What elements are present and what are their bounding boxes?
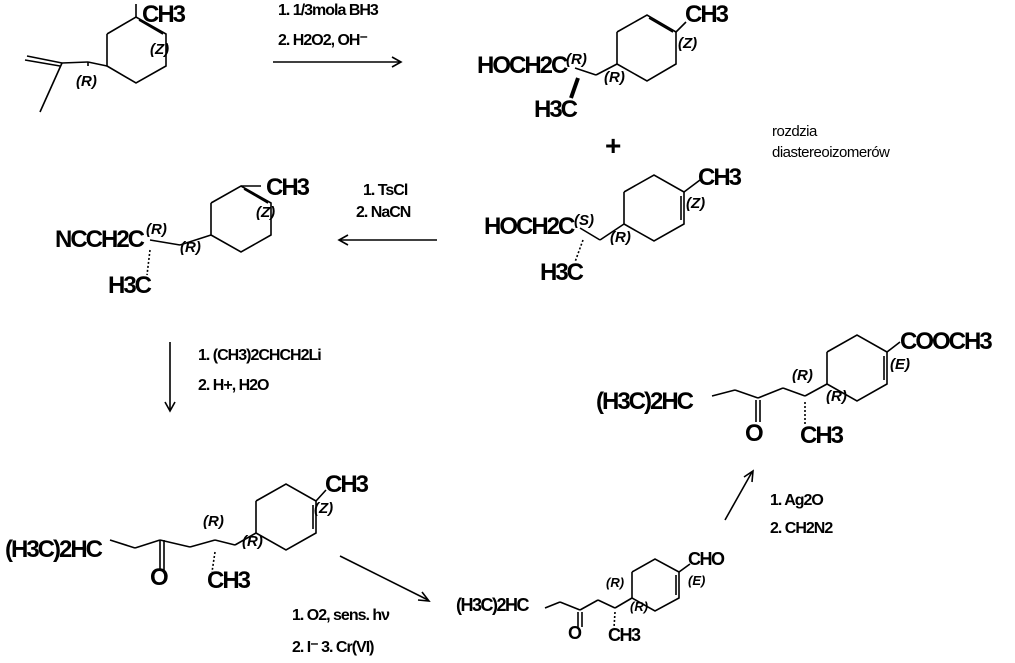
m7-h3c2hc-label: (H3C)2HC	[596, 388, 694, 415]
m4-ch3-label: CH3	[266, 174, 310, 201]
m4-r2-label: (R)	[180, 239, 201, 256]
m5-z-label: (Z)	[314, 500, 334, 517]
m2-ch3-label: CH3	[685, 1, 729, 28]
m5-h3c2hc-label: (H3C)2HC	[5, 536, 103, 563]
m1-ch3-label: CH3	[142, 1, 186, 28]
arrow-1	[273, 56, 403, 68]
m5-ch3b-label: CH3	[207, 567, 251, 594]
m2-h3c-label: H3C	[534, 96, 578, 123]
m3-ch3-label: CH3	[698, 164, 742, 191]
m6-r2-label: (R)	[630, 599, 649, 614]
m2-hoch2c-label: HOCH2C	[477, 52, 568, 79]
m3-z-label: (Z)	[686, 195, 706, 212]
arrow-3	[164, 342, 176, 413]
m7-e-label: (E)	[890, 356, 910, 373]
note-line2: diastereoizomerów	[772, 144, 890, 161]
step1-line1: 1. 1/3mola BH3	[278, 2, 379, 19]
m3-s-label: (S)	[574, 212, 594, 229]
arrow-2	[337, 234, 437, 246]
m3-hoch2c-label: HOCH2C	[484, 213, 575, 240]
m7-ch3-label: CH3	[800, 422, 844, 449]
step4-line2: 2. I⁻ 3. Cr(VI)	[292, 639, 374, 656]
m6-ch3-label: CH3	[608, 625, 641, 645]
m4-r1-label: (R)	[146, 221, 167, 238]
m5-o-label: O	[150, 564, 169, 591]
m4-h3c-label: H3C	[108, 272, 152, 299]
m7-cooch3-label: COOCH3	[900, 328, 993, 355]
m4-z-label: (Z)	[256, 204, 276, 221]
step4-line1: 1. O2, sens. hν	[292, 607, 390, 624]
step3-line1: 1. (CH3)2CHCH2Li	[198, 347, 322, 364]
molecule-4-bonds	[146, 185, 272, 276]
m6-e-label: (E)	[688, 573, 706, 588]
m5-r1-label: (R)	[203, 513, 224, 530]
m3-r-label: (R)	[610, 229, 631, 246]
m7-o-label: O	[745, 420, 764, 447]
step3-line2: 2. H+, H2O	[198, 377, 269, 394]
molecule-1-bonds	[24, 4, 167, 113]
plus-sign-text: +	[605, 130, 622, 161]
note-line1: rozdzia	[772, 123, 817, 140]
molecule-3-bonds	[574, 174, 701, 263]
m1-r-label: (R)	[76, 73, 97, 90]
m6-o-label: O	[568, 623, 582, 643]
m2-r1-label: (R)	[566, 51, 587, 68]
m7-r1-label: (R)	[792, 367, 813, 384]
arrow-4	[339, 555, 431, 602]
m2-r2-label: (R)	[604, 69, 625, 86]
m7-r2-label: (R)	[826, 388, 847, 405]
m3-h3c-label: H3C	[540, 259, 584, 286]
step5-line1: 1. Ag2O	[770, 492, 824, 509]
step2-line1: 1. TsCl	[363, 182, 408, 199]
arrow-5	[724, 469, 754, 521]
molecule-5-bonds	[109, 483, 327, 573]
m5-ch3-label: CH3	[325, 471, 369, 498]
step5-line2: 2. CH2N2	[770, 520, 833, 537]
m4-ncch2c-label: NCCH2C	[55, 226, 145, 253]
m6-cho-label: CHO	[688, 549, 725, 569]
m6-h3c2hc-label: (H3C)2HC	[456, 595, 530, 615]
molecule-2-bonds	[569, 14, 687, 99]
molecule-6-bonds	[544, 558, 691, 629]
m5-r2-label: (R)	[242, 533, 263, 550]
step2-line2: 2. NaCN	[356, 204, 411, 221]
m6-r1-label: (R)	[606, 575, 625, 590]
molecule-7-bonds	[711, 334, 901, 424]
m1-z-label: (Z)	[150, 41, 170, 58]
m2-z-label: (Z)	[678, 35, 698, 52]
step1-line2: 2. H2O2, OH⁻	[278, 32, 368, 49]
